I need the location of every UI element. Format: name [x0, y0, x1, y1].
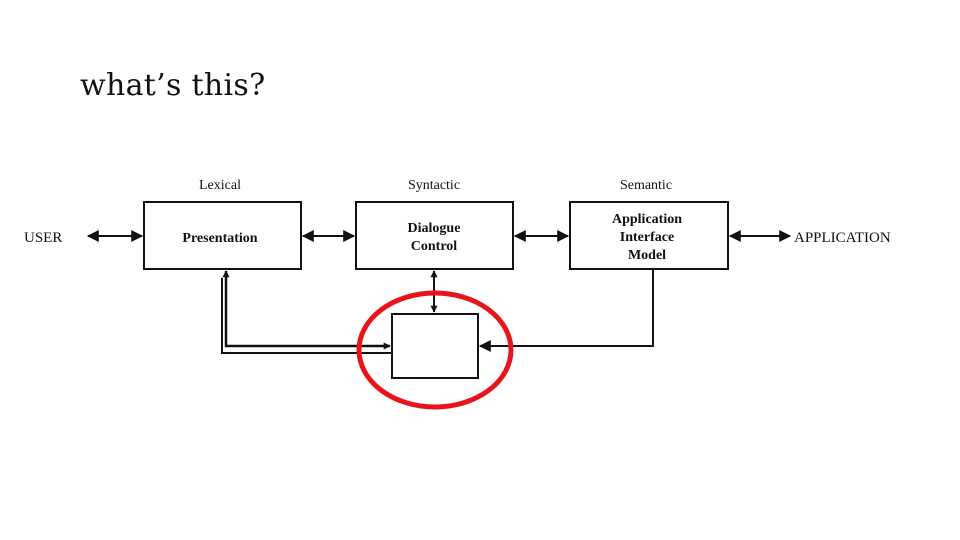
presentation-label: Presentation — [182, 231, 257, 246]
aim-label-line1: Application — [612, 212, 682, 227]
dialogue-control-label-line1: Dialogue — [408, 221, 461, 236]
aim-label-line2: Interface — [620, 230, 674, 245]
presentation-bypass-line-outer — [221, 278, 392, 354]
layer-label-lexical: Lexical — [199, 178, 241, 193]
presentation-box — [143, 201, 302, 270]
application-interface-model-box — [569, 201, 729, 270]
slide-title: what’s this? — [80, 68, 266, 103]
endpoint-application: APPLICATION — [794, 230, 891, 246]
aim-to-unknown-line — [478, 269, 654, 352]
unknown-component-box — [391, 313, 479, 379]
highlight-circle — [356, 290, 514, 410]
endpoint-user: USER — [24, 230, 62, 246]
layer-label-semantic: Semantic — [620, 178, 672, 193]
presentation-bypass-line — [222, 270, 391, 350]
dialogue-control-box — [355, 201, 514, 270]
dialogue-control-label-line2: Control — [411, 239, 458, 254]
layer-label-syntactic: Syntactic — [408, 178, 460, 193]
aim-label-line3: Model — [628, 248, 666, 263]
